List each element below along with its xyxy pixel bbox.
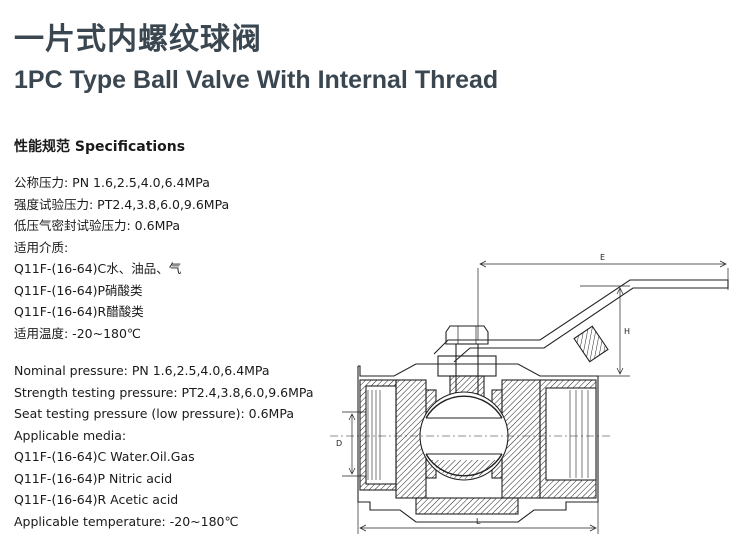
spec-item: Seat testing pressure (low pressure): 0.… xyxy=(14,406,294,421)
spec-item: 公称压力: PN 1.6,2.5,4.0,6.4MPa xyxy=(14,175,210,190)
specifications-heading: 性能规范 Specifications xyxy=(14,139,186,155)
page-title-cn: 一片式内螺纹球阀 xyxy=(14,22,262,57)
spec-item: 低压气密封试验压力: 0.6MPa xyxy=(14,218,180,233)
spec-item: Q11F-(16-64)P硝酸类 xyxy=(14,282,143,298)
spec-list-cn: 公称压力: PN 1.6,2.5,4.0,6.4MPa 强度试验压力: PT2.… xyxy=(14,172,229,344)
spec-item: Strength testing pressure: PT2.4,3.8,6.0… xyxy=(14,384,314,400)
spec-item: Q11F-(16-64)R Acetic acid xyxy=(14,492,179,507)
spec-list-en: Nominal pressure: PN 1.6,2.5,4.0,6.4MPa … xyxy=(14,360,314,532)
dimension-d-label: D xyxy=(336,439,342,448)
spec-item: Q11F-(16-64)P Nitric acid xyxy=(14,470,173,486)
spec-item: Applicable temperature: -20~180℃ xyxy=(14,513,239,529)
spec-item: Applicable media: xyxy=(14,427,127,443)
spec-item: 强度试验压力: PT2.4,3.8,6.0,9.6MPa xyxy=(14,196,230,212)
spec-item: Q11F-(16-64)C水、油品、气 xyxy=(14,261,182,276)
dimension-e-label: E xyxy=(600,253,605,262)
spec-item: Q11F-(16-64)C Water.Oil.Gas xyxy=(14,449,195,464)
spec-item: Q11F-(16-64)R醋酸类 xyxy=(14,304,144,319)
dimension-h-label: H xyxy=(624,327,630,336)
page-title-en: 1PC Type Ball Valve With Internal Thread xyxy=(14,66,499,94)
spec-item: 适用温度: -20~180℃ xyxy=(14,325,141,341)
spec-item: 适用介质: xyxy=(14,239,69,255)
spec-item: Nominal pressure: PN 1.6,2.5,4.0,6.4MPa xyxy=(14,363,270,378)
dimension-l-label: L xyxy=(476,517,481,526)
ball-valve-drawing: E H D L xyxy=(330,253,729,534)
